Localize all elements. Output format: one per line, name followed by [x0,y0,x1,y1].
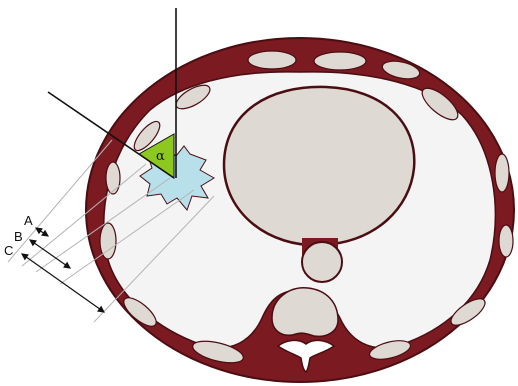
label-c: C [4,243,13,258]
rib [499,225,513,257]
arrow-a [36,228,48,236]
rib [314,52,366,70]
label-b: B [14,229,23,244]
angle-alpha-label: α [156,149,165,164]
rib [248,51,296,69]
rib [100,223,116,259]
rib [495,154,509,192]
central-organ [224,87,414,245]
rib [106,162,120,194]
label-a: A [24,213,33,228]
vertebral-body-small [302,242,342,282]
